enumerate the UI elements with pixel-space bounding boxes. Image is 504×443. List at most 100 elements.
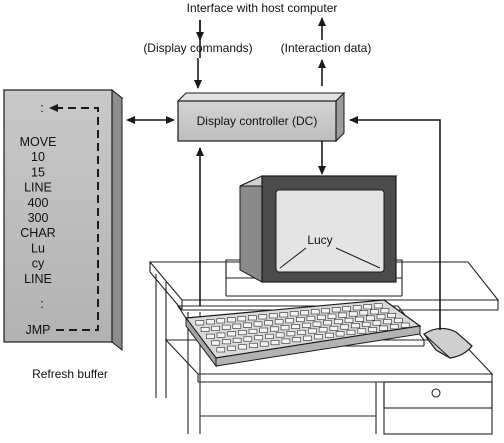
keyboard-key (363, 304, 373, 310)
keyboard-keys (195, 303, 410, 353)
keyboard-key (206, 319, 215, 325)
keyboard-key (232, 337, 242, 343)
keyboard-key (248, 328, 258, 334)
keyboard-key (206, 333, 215, 339)
keyboard-key (238, 344, 247, 350)
keyboard-key (216, 347, 226, 353)
keyboard-key (259, 341, 269, 347)
keyboard-key (243, 336, 253, 342)
keyboard-key (352, 305, 362, 311)
keyboard-key (346, 329, 356, 335)
keyboard-key (369, 309, 379, 315)
keyboard-key (264, 320, 273, 326)
keyboard-key (314, 334, 323, 340)
keyboard-key (195, 320, 205, 326)
keyboard-key (318, 327, 328, 333)
screen-drawn-lines (279, 247, 381, 269)
keyboard-key (295, 316, 305, 322)
buffer-entry: MOVE (20, 135, 57, 149)
keyboard-key (258, 314, 268, 320)
buffer-ellipsis-top: : (40, 101, 43, 115)
keyboard-key (327, 313, 337, 319)
keyboard-key (379, 325, 388, 331)
buffer-entry: CHAR (20, 226, 55, 240)
keyboard-key (373, 303, 383, 309)
keyboard-key (368, 327, 377, 333)
keyboard-key (216, 318, 226, 324)
keyboard-key (300, 310, 310, 316)
keyboard-key (274, 319, 284, 325)
buffer-entry: 15 (31, 165, 45, 179)
buffer-loop-dashed-arrow (49, 104, 99, 331)
keyboard-key (248, 315, 257, 321)
keyboard-key (286, 331, 296, 337)
keyboard-key (324, 332, 334, 338)
keyboard-key (249, 342, 258, 348)
mouse-to-controller-arrow (349, 116, 441, 330)
keyboard-key (265, 333, 274, 339)
mouse (423, 327, 473, 359)
keyboard-key (310, 309, 320, 315)
keyboard-key (280, 325, 290, 331)
keyboard-key (291, 323, 301, 329)
keyboard-key (351, 323, 360, 329)
buffer-entry: 10 (31, 150, 45, 164)
buffer-entry: LINE (24, 181, 52, 195)
display-controller-box: Display controller (DC) (176, 91, 346, 143)
keyboard-key (306, 315, 316, 321)
keyboard-key (275, 332, 285, 338)
keyboard-key (227, 345, 236, 351)
keyboard-key (359, 310, 369, 316)
buffer-entry: LINE (24, 272, 52, 286)
keyboard-key (333, 319, 343, 325)
host-interface-label: Interface with host computer (187, 1, 338, 15)
keyboard-key (317, 314, 326, 320)
keyboard-key (340, 324, 349, 330)
keyboard-key (365, 315, 375, 321)
desk (148, 261, 500, 435)
keyboard-key (227, 331, 236, 337)
keyboard-key (338, 312, 347, 318)
keyboard-key (372, 320, 382, 326)
keyboard-key (279, 312, 289, 318)
keyboard-key (211, 340, 220, 346)
keyboard-key (380, 308, 390, 314)
keyboard-key (292, 337, 302, 343)
keyboard-key (253, 321, 263, 327)
keyboard-key (281, 338, 291, 344)
keyboard-key (269, 326, 279, 332)
display-controller-label: Display controller (DC) (197, 114, 318, 128)
keyboard-key (254, 335, 263, 341)
refresh-buffer-caption: Refresh buffer (32, 367, 108, 381)
keyboard-key (200, 326, 210, 332)
keyboard-key (321, 308, 331, 314)
keyboard-key (211, 325, 220, 331)
interaction-data-label: (Interaction data) (281, 41, 372, 55)
keyboard-key (237, 316, 247, 322)
keyboard-key (342, 306, 352, 312)
keyboard-key (227, 317, 236, 323)
keyboard-key (383, 319, 393, 325)
keyboard-key (357, 328, 367, 334)
keyboard-key (323, 320, 333, 326)
keyboard-key (259, 327, 269, 333)
keyboard-key (361, 321, 371, 327)
buffer-entry-jmp: JMP (26, 323, 51, 337)
keyboard-key (394, 317, 403, 323)
keyboard-key (222, 339, 231, 345)
keyboard-key (216, 332, 226, 338)
keyboard-key (243, 322, 252, 328)
keyboard-key (400, 322, 410, 328)
keyboard-key (268, 313, 278, 319)
keyboard-key (303, 335, 312, 341)
keyboard-key (301, 322, 311, 328)
keyboard-key (289, 311, 299, 317)
keyboard-key (270, 340, 280, 346)
keyboard (184, 299, 422, 368)
display-commands-label: (Display commands) (143, 41, 252, 55)
buffer-ellipsis-bottom: : (40, 297, 43, 311)
screen-text: Lucy (307, 233, 332, 247)
keyboard-key (355, 316, 365, 322)
